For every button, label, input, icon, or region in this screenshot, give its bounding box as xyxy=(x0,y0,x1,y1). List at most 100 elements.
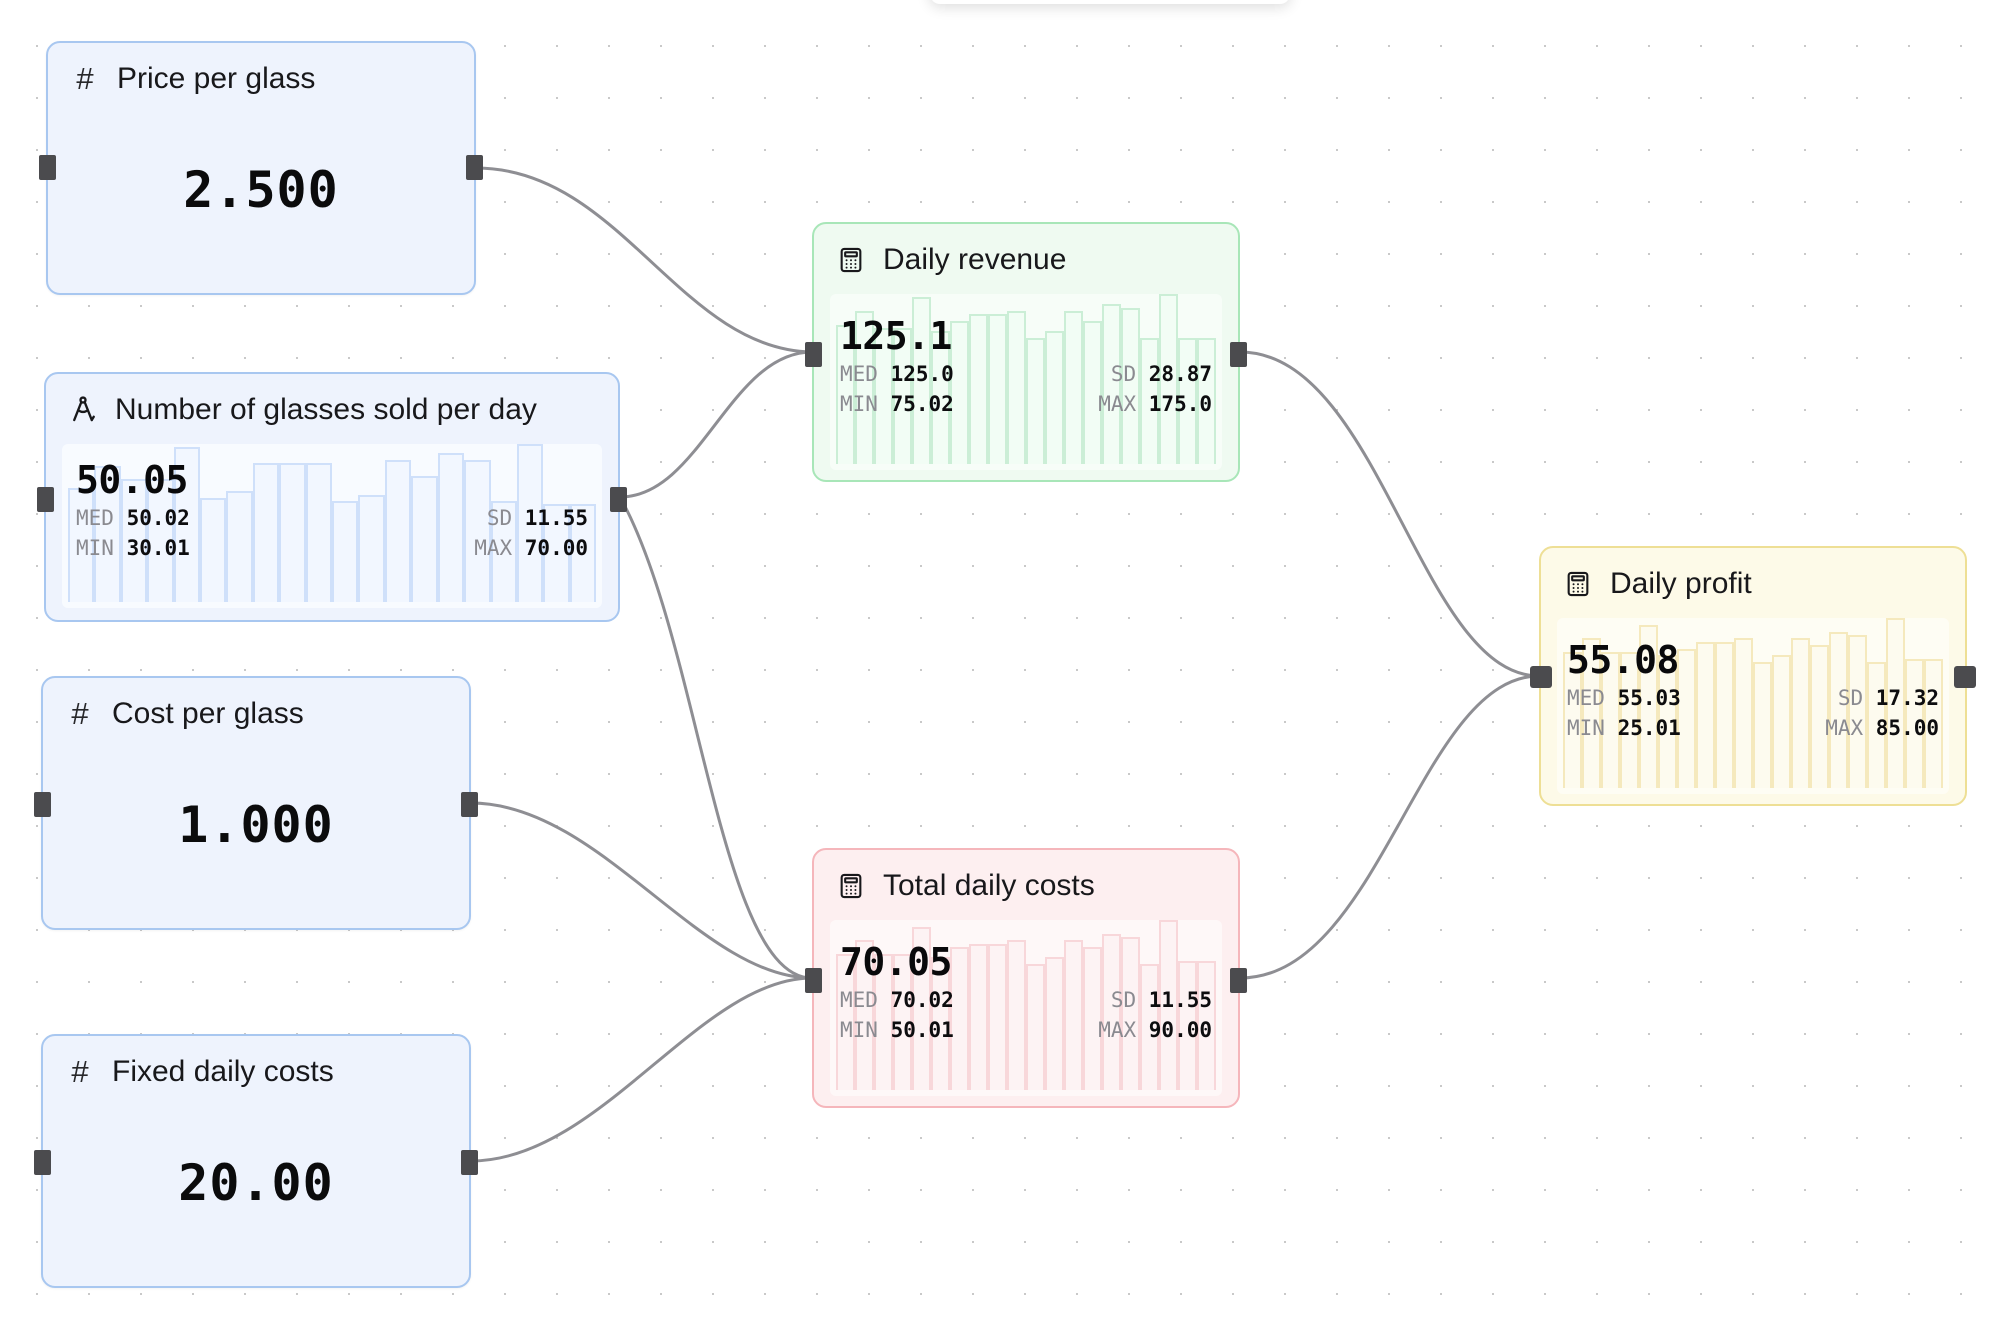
histogram-bar xyxy=(1753,662,1772,788)
hash-icon: # xyxy=(71,696,89,732)
edge-fixed-to-costs xyxy=(469,976,814,1163)
histogram-bar xyxy=(384,459,412,602)
edge-revenue-to-profit xyxy=(1238,350,1541,678)
port-output-right[interactable] xyxy=(1230,342,1247,367)
histogram-bar xyxy=(1178,960,1197,1090)
histogram-bar xyxy=(358,494,385,602)
histogram-bar xyxy=(950,947,969,1090)
edge-costs-to-profit xyxy=(1238,674,1541,980)
edge-glasses-to-revenue xyxy=(618,350,814,499)
port-input-left[interactable] xyxy=(805,342,822,367)
node-title-row: Total daily costs xyxy=(814,850,1238,910)
histogram-bar xyxy=(931,331,950,464)
port-input-left[interactable] xyxy=(39,155,56,180)
node-title-text: Number of glasses sold per day xyxy=(115,393,537,426)
histogram-bar xyxy=(543,504,570,602)
port-output-right[interactable] xyxy=(1230,968,1247,993)
port-output-right[interactable] xyxy=(461,1150,478,1175)
port-output-right[interactable] xyxy=(461,792,478,817)
histogram-bars xyxy=(830,920,1222,1096)
edge-glasses-to-costs xyxy=(618,495,814,980)
histogram-bar xyxy=(1064,311,1083,464)
histogram-bar xyxy=(912,926,931,1090)
edge-price-to-revenue xyxy=(474,166,814,354)
histogram-bar xyxy=(1026,964,1045,1090)
histogram-bar xyxy=(1197,338,1216,464)
histogram-bar xyxy=(1867,662,1886,788)
node-title-row: Daily profit xyxy=(1541,548,1965,608)
calculator-icon xyxy=(836,871,866,901)
histogram-bar xyxy=(1905,658,1924,788)
hash-icon: # xyxy=(71,1054,89,1090)
port-output-right[interactable] xyxy=(466,155,483,180)
port-input-left[interactable] xyxy=(34,792,51,817)
port-input-left[interactable] xyxy=(805,968,822,993)
histogram-bar xyxy=(1715,641,1734,788)
histogram-bar xyxy=(1886,618,1905,788)
histogram-bar xyxy=(1007,311,1026,464)
histogram-bar xyxy=(173,447,201,602)
node-price-per-glass[interactable]: # Price per glass 2.500 xyxy=(39,41,483,295)
port-output-right[interactable] xyxy=(1954,666,1976,688)
histogram-bar xyxy=(1848,635,1867,788)
histogram-bar xyxy=(1064,940,1083,1090)
histogram-bar xyxy=(464,459,491,602)
histogram-bar xyxy=(1121,937,1140,1090)
calculator-icon xyxy=(1563,569,1593,599)
node-title-text: Daily profit xyxy=(1610,567,1752,600)
histogram-bar xyxy=(200,497,227,602)
histogram-bar xyxy=(1045,331,1064,464)
histogram-bar xyxy=(836,324,855,464)
node-title-text: Price per glass xyxy=(117,62,316,95)
histogram-bar xyxy=(1791,638,1810,788)
histogram-bar xyxy=(988,314,1007,464)
node-fixed-daily-costs[interactable]: # Fixed daily costs 20.00 xyxy=(34,1034,478,1288)
node-number-of-glasses-sold-per-day[interactable]: Number of glasses sold per day 50.05 MED… xyxy=(37,372,627,622)
histogram xyxy=(1557,618,1949,794)
constant-value: 20.00 xyxy=(178,1154,334,1212)
histogram-bar xyxy=(1083,321,1102,464)
node-title-text: Daily revenue xyxy=(883,243,1067,276)
node-title-text: Cost per glass xyxy=(112,697,304,730)
histogram-bar xyxy=(68,488,95,602)
histogram-bar xyxy=(279,462,306,602)
histogram-bar xyxy=(855,940,874,1090)
constant-value: 2.500 xyxy=(183,161,339,219)
histogram-bar xyxy=(1121,307,1140,464)
histogram-bar xyxy=(1083,947,1102,1090)
histogram-bar xyxy=(988,943,1007,1090)
histogram-bar xyxy=(1829,631,1848,788)
histogram-bar xyxy=(1810,645,1829,788)
histogram-bar xyxy=(1924,658,1943,788)
histogram-bar xyxy=(226,491,253,602)
histogram-bar xyxy=(120,478,148,602)
histogram-bar xyxy=(332,500,359,602)
node-cost-per-glass[interactable]: # Cost per glass 1.000 xyxy=(34,676,478,930)
histogram-bar xyxy=(490,500,517,602)
histogram-bar xyxy=(305,462,333,602)
port-output-right[interactable] xyxy=(610,487,627,512)
histogram-bar xyxy=(252,462,280,602)
node-daily-revenue[interactable]: Daily revenue 125.1 MED 125.0 MIN 75.02 … xyxy=(805,222,1247,482)
histogram-bar xyxy=(1007,940,1026,1090)
histogram-bar xyxy=(893,328,912,464)
node-total-daily-costs[interactable]: Total daily costs 70.05 MED 70.02 MIN 50… xyxy=(805,848,1247,1108)
port-input-left[interactable] xyxy=(34,1150,51,1175)
histogram xyxy=(830,294,1222,470)
node-daily-profit[interactable]: Daily profit 55.08 MED 55.03 MIN 25.01 S… xyxy=(1530,546,1976,806)
port-input-left[interactable] xyxy=(1530,666,1552,688)
histogram-bar xyxy=(969,314,988,464)
histogram-bar xyxy=(437,453,465,602)
histogram-bar xyxy=(874,954,893,1090)
node-title-row: # Cost per glass xyxy=(43,678,469,738)
histogram-bar xyxy=(569,504,597,602)
histogram-bar xyxy=(1696,641,1715,788)
histogram-bar xyxy=(147,478,174,602)
histogram-bar xyxy=(1102,933,1121,1090)
histogram-bar xyxy=(1197,960,1216,1090)
port-input-left[interactable] xyxy=(37,487,54,512)
constant-value: 1.000 xyxy=(178,796,334,854)
histogram-bar xyxy=(969,943,988,1090)
node-title-row: Number of glasses sold per day xyxy=(46,374,618,434)
